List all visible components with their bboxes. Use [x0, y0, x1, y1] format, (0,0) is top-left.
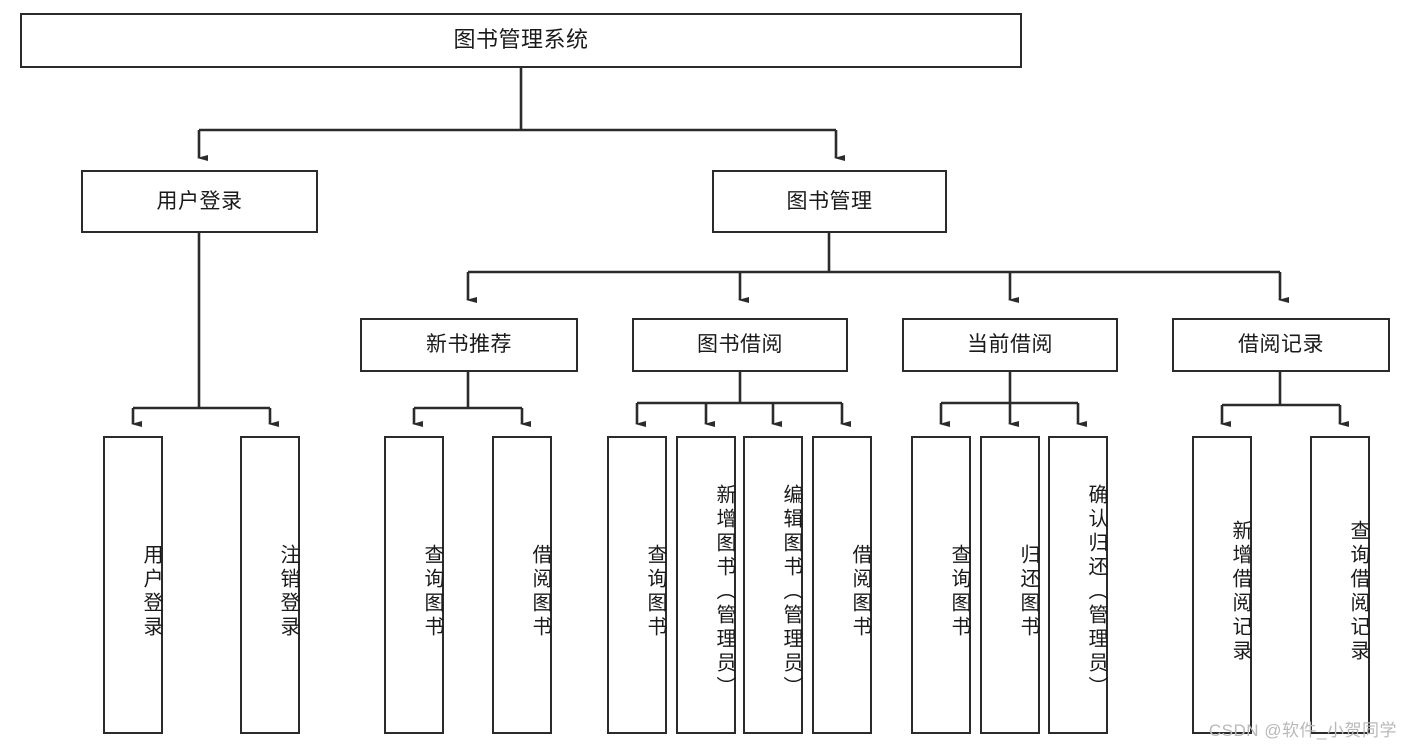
node-label: 用户登录 [140, 544, 162, 640]
node-label: 图书借阅 [697, 333, 783, 357]
node-label: 借阅记录 [1238, 333, 1324, 357]
node-label: 图书管理 [786, 189, 873, 213]
leaf-record-query-record[interactable]: 查询借阅记录 [1310, 436, 1370, 734]
node-book-management[interactable]: 图书管理 [712, 170, 947, 233]
node-label: 编辑图书（管理员） [780, 484, 802, 700]
node-label: 查询图书 [948, 544, 970, 640]
node-label: 查询图书 [644, 544, 666, 640]
leaf-recommend-query-book[interactable]: 查询图书 [384, 436, 444, 734]
leaf-recommend-borrow-book[interactable]: 借阅图书 [492, 436, 552, 734]
node-label: 新增借阅记录 [1229, 520, 1251, 664]
leaf-borrow-borrow-book[interactable]: 借阅图书 [812, 436, 872, 734]
node-label: 确认归还（管理员） [1085, 484, 1107, 700]
leaf-current-query-book[interactable]: 查询图书 [911, 436, 971, 734]
node-label: 当前借阅 [967, 333, 1053, 357]
leaf-record-add-record[interactable]: 新增借阅记录 [1192, 436, 1252, 734]
node-label: 图书管理系统 [453, 27, 589, 53]
node-user-login[interactable]: 用户登录 [81, 170, 318, 233]
node-label: 新书推荐 [426, 333, 512, 357]
node-label: 查询图书 [421, 544, 443, 640]
node-label: 注销登录 [277, 544, 299, 640]
node-current-borrow[interactable]: 当前借阅 [902, 318, 1118, 372]
node-label: 借阅图书 [529, 544, 551, 640]
node-root-system[interactable]: 图书管理系统 [20, 13, 1022, 68]
leaf-user-logout[interactable]: 注销登录 [240, 436, 300, 734]
node-book-borrow[interactable]: 图书借阅 [632, 318, 848, 372]
node-label: 查询借阅记录 [1347, 520, 1369, 664]
leaf-current-confirm-return-admin[interactable]: 确认归还（管理员） [1048, 436, 1108, 734]
leaf-current-return-book[interactable]: 归还图书 [980, 436, 1040, 734]
leaf-borrow-query-book[interactable]: 查询图书 [607, 436, 667, 734]
node-label: 用户登录 [156, 189, 243, 213]
leaf-borrow-edit-book-admin[interactable]: 编辑图书（管理员） [743, 436, 803, 734]
csdn-watermark: CSDN @软件_小贺同学 [1208, 721, 1397, 740]
leaf-borrow-add-book-admin[interactable]: 新增图书（管理员） [676, 436, 736, 734]
node-label: 归还图书 [1017, 544, 1039, 640]
node-borrow-record[interactable]: 借阅记录 [1172, 318, 1390, 372]
node-label: 借阅图书 [849, 544, 871, 640]
node-new-book-recommend[interactable]: 新书推荐 [360, 318, 578, 372]
node-label: 新增图书（管理员） [713, 484, 735, 700]
leaf-user-login[interactable]: 用户登录 [103, 436, 163, 734]
